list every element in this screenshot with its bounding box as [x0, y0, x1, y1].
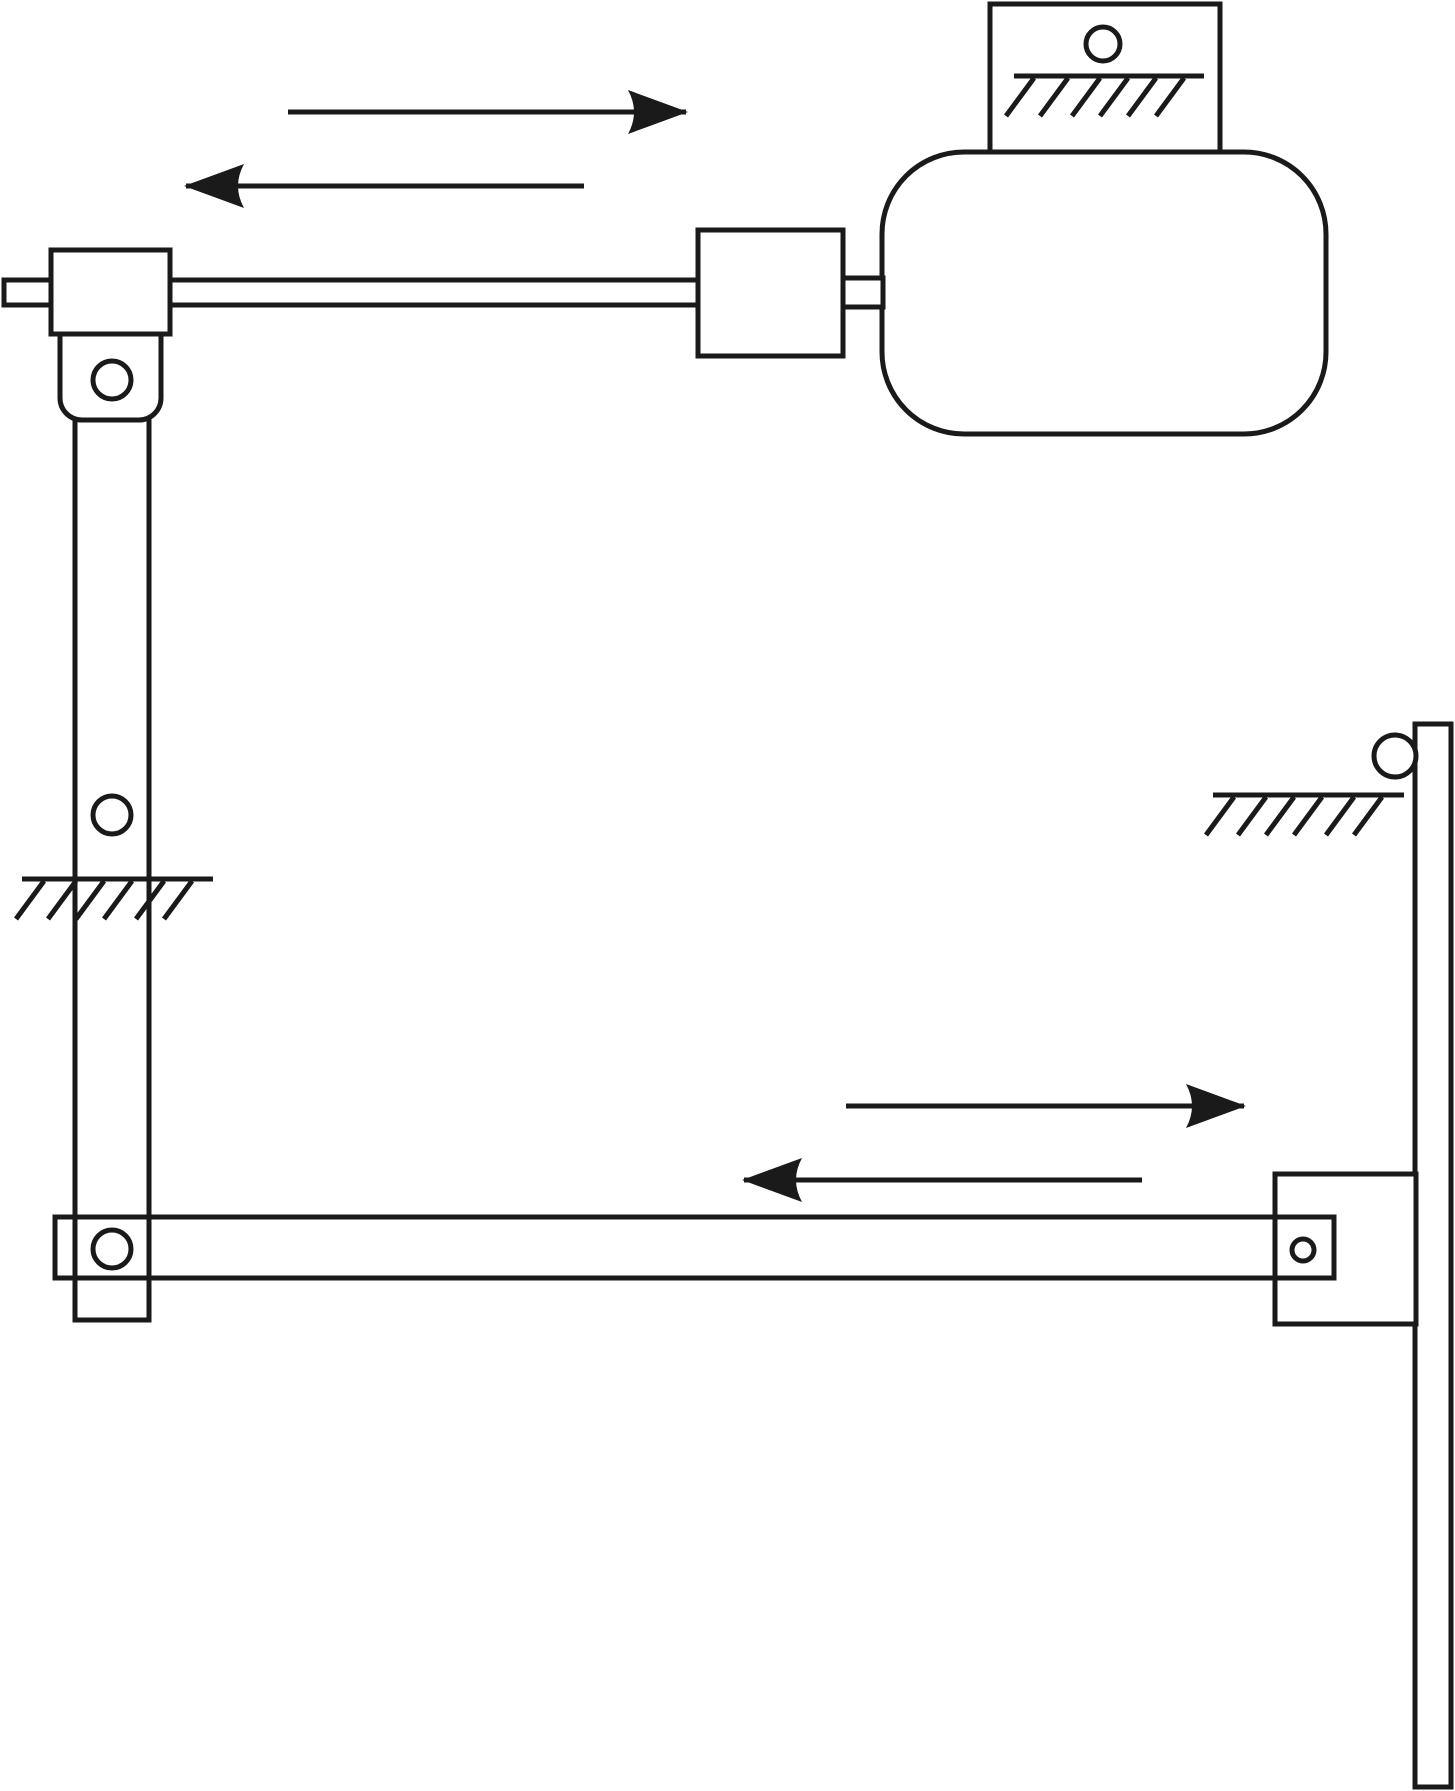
lower-link-right-pivot-icon: [1289, 1236, 1317, 1264]
right-lever-top-pivot-icon: [1371, 732, 1419, 780]
ground-support-motor: [1003, 73, 1204, 118]
vertical-link-mid-pivot-icon: [90, 793, 134, 837]
motor-mount-pivot-icon: [1083, 24, 1123, 64]
motor-shaft: [838, 275, 886, 310]
coupling-block: [695, 227, 846, 359]
right-lever: [1412, 721, 1454, 1790]
ground-support-left: [13, 876, 213, 921]
slider-block: [48, 247, 173, 337]
motor-housing: [879, 149, 1329, 437]
lower-horizontal-link: [52, 1214, 1337, 1281]
lower-link-left-pivot-icon: [90, 1227, 134, 1271]
ground-support-right: [1203, 792, 1404, 837]
vertical-link-top-pivot-icon: [90, 358, 134, 402]
